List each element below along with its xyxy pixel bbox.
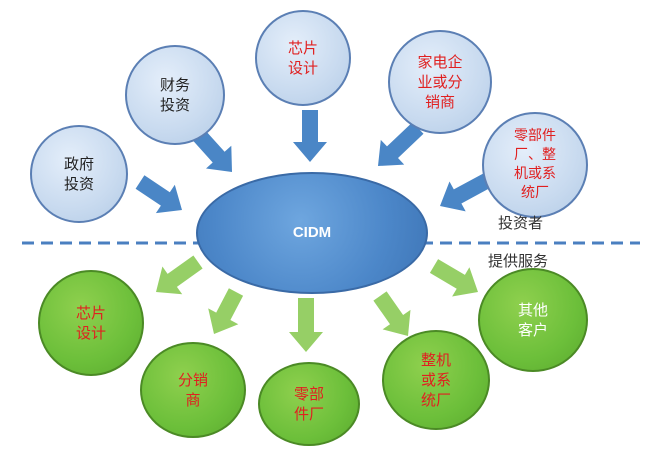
investor-node-government: 政府 投资: [30, 125, 128, 223]
service-node-distributor: 分销 商: [140, 342, 246, 438]
arrow-investor-appliance: [378, 122, 424, 166]
investor-label: 财务 投资: [159, 75, 190, 114]
arrow-investor-government: [135, 175, 182, 214]
investor-node-financial: 财务 投资: [125, 45, 225, 145]
center-node-cidm: CIDM: [196, 172, 428, 294]
arrow-service-chip-design: [156, 255, 203, 295]
services-section-label: 提供服务: [488, 252, 549, 270]
service-label: 其他 客户: [517, 300, 548, 339]
service-node-other-customers: 其他 客户: [478, 268, 588, 372]
service-label: 整机 或系 统厂: [420, 350, 451, 410]
arrow-service-other-customers: [429, 259, 478, 297]
investor-label: 政府 投资: [63, 154, 94, 193]
investors-section-label: 投资者: [498, 214, 544, 232]
arrow-service-system-factory: [373, 291, 411, 336]
investor-node-parts: 零部件 厂、整 机或系 统厂: [482, 112, 588, 218]
investor-label: 芯片 设计: [287, 38, 318, 77]
service-node-system-factory: 整机 或系 统厂: [382, 330, 490, 430]
investor-node-appliance: 家电企 业或分 销商: [388, 30, 492, 134]
investor-node-chip-design: 芯片 设计: [255, 10, 351, 106]
arrow-investor-parts: [440, 173, 492, 212]
center-label: CIDM: [292, 223, 332, 241]
arrow-service-parts-factory: [289, 298, 323, 352]
service-node-parts-factory: 零部 件厂: [258, 362, 360, 446]
arrow-investor-chip-design: [293, 110, 327, 162]
arrow-service-distributor: [208, 288, 244, 334]
investor-label: 零部件 厂、整 机或系 统厂: [514, 128, 556, 201]
service-node-chip-design: 芯片 设计: [38, 270, 144, 376]
service-label: 零部 件厂: [293, 384, 324, 423]
investor-label: 家电企 业或分 销商: [417, 52, 463, 112]
service-label: 分销 商: [177, 370, 208, 409]
service-label: 芯片 设计: [75, 303, 106, 342]
